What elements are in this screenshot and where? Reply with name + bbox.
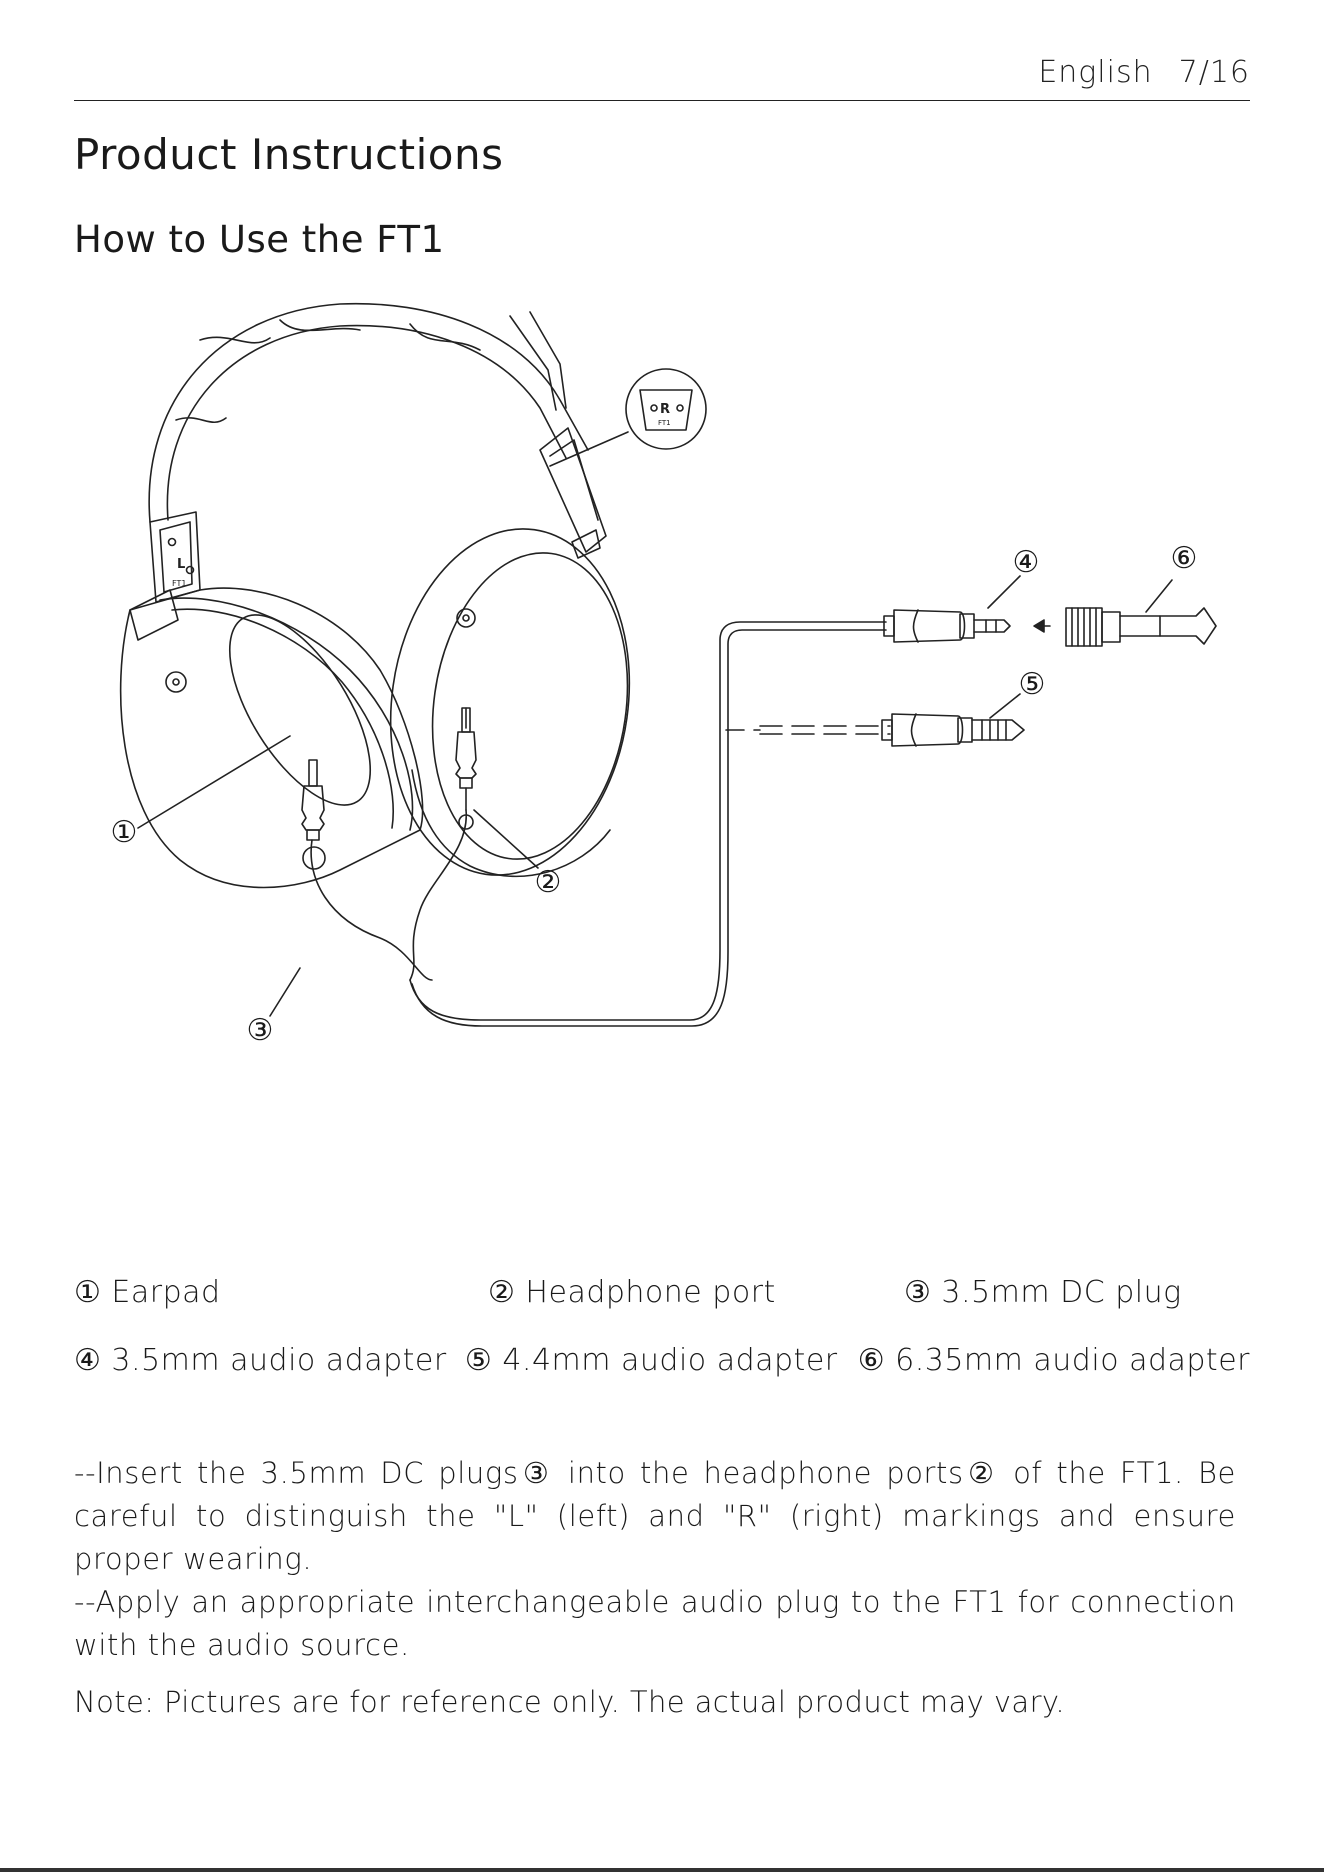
instructions-text: --Insert the 3.5mm DC plugs③ into the he… (74, 1452, 1236, 1667)
legend-dc-plug: ③ 3.5mm DC plug (904, 1274, 1182, 1310)
left-dc-plug (301, 759, 325, 841)
cables (310, 621, 891, 1027)
header-text: English 7/16 (1038, 55, 1250, 90)
callout-5: ⑤ (1019, 667, 1046, 702)
header-language: English (1038, 55, 1153, 90)
legend-635mm-adapter: ⑥ 6.35mm audio adapter (857, 1342, 1250, 1378)
right-dc-plug (455, 707, 477, 811)
headphone-diagram: L FT1 R FT1 (111, 302, 1217, 1048)
adapter-44mm (881, 713, 1025, 747)
legend-earpad: ① Earpad (74, 1274, 221, 1310)
headband (148, 302, 589, 523)
callout-leaders (137, 575, 1173, 1017)
callout-3: ③ (247, 1013, 274, 1048)
adapter-35mm (883, 609, 1011, 643)
instruction-1: --Insert the 3.5mm DC plugs③ into the he… (74, 1456, 1236, 1576)
insert-arrow-head (1033, 619, 1045, 633)
right-badge-letter: R (660, 402, 670, 417)
page-title: Product Instructions (74, 130, 504, 179)
left-hinge: L FT1 (149, 511, 201, 603)
callout-2: ② (535, 865, 562, 900)
right-badge-callout: R FT1 (549, 368, 707, 467)
left-badge-model: FT1 (172, 579, 186, 588)
legend-row: ① Earpad ② Headphone port ③ 3.5mm DC plu… (74, 1258, 1250, 1326)
legend-headphone-port: ② Headphone port (488, 1274, 776, 1310)
right-earcup (389, 528, 631, 878)
right-badge-model: FT1 (658, 419, 671, 427)
callout-6: ⑥ (1171, 541, 1198, 576)
note-text: Note: Pictures are for reference only. T… (74, 1685, 1065, 1719)
right-hinge (539, 427, 607, 559)
header-page-number: 7/16 (1178, 55, 1250, 90)
section-title: How to Use the FT1 (74, 218, 445, 261)
page-header: English 7/16 (74, 52, 1250, 101)
parts-legend: ① Earpad ② Headphone port ③ 3.5mm DC plu… (74, 1258, 1250, 1394)
callout-1: ① (111, 815, 138, 850)
legend-44mm-adapter: ⑤ 4.4mm audio adapter (464, 1342, 838, 1378)
legend-35mm-adapter: ④ 3.5mm audio adapter (74, 1342, 447, 1378)
left-badge-letter: L (177, 557, 185, 572)
adapter-635mm (1065, 607, 1217, 647)
callout-4: ④ (1013, 545, 1040, 580)
left-earcup (119, 587, 424, 889)
footer-rule (0, 1868, 1324, 1872)
legend-row: ④ 3.5mm audio adapter ⑤ 4.4mm audio adap… (74, 1326, 1250, 1394)
instruction-2: --Apply an appropriate interchangeable a… (74, 1585, 1236, 1662)
